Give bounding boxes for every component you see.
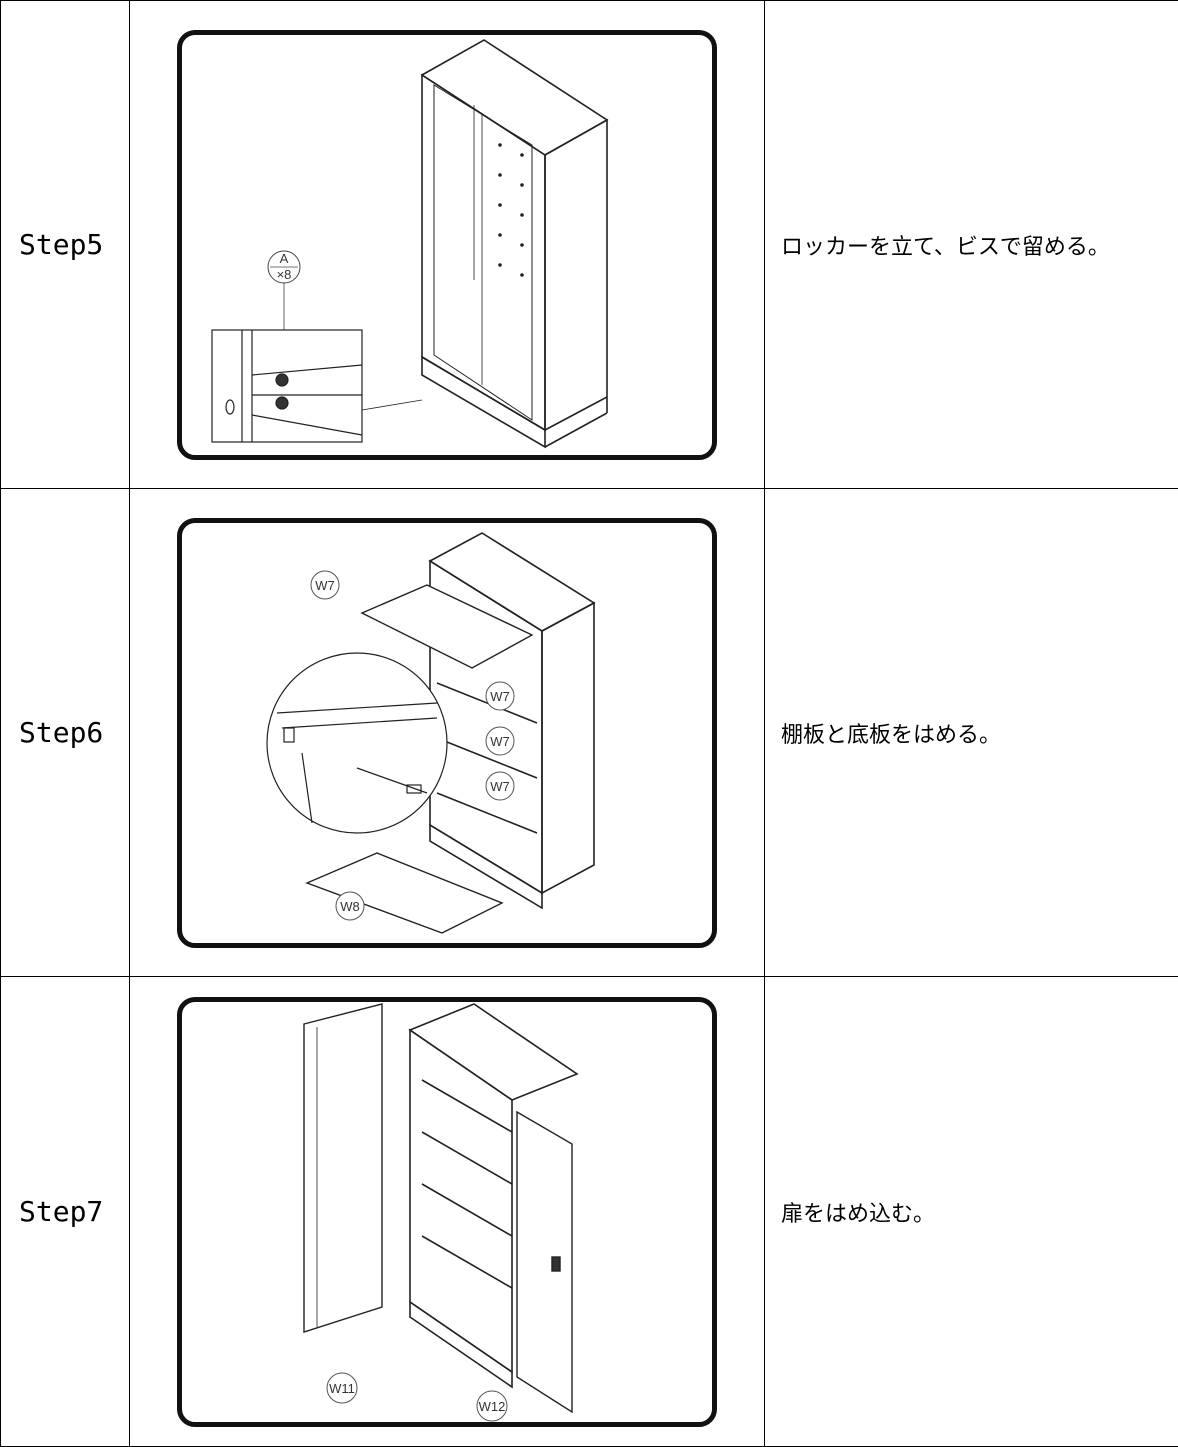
step-instruction: 扉をはめ込む。 (781, 1201, 936, 1227)
step7-illustration: W11 W12 (177, 996, 717, 1427)
step-illustration-cell: W11 W12 (129, 976, 765, 1447)
part-callouts (326, 1372, 508, 1421)
part-callouts (310, 570, 515, 920)
hardware-callout: A ×8 (267, 250, 301, 335)
step-text-cell: 扉をはめ込む。 (764, 976, 1178, 1447)
cabinet-fastening-drawing: A ×8 (211, 38, 609, 448)
detail-magnifier (266, 651, 448, 834)
step-row-6: Step6 (0, 488, 1178, 977)
callout-left-door: W11 (329, 1381, 355, 1396)
step-label-cell: Step6 (0, 488, 130, 977)
step-illustration-cell: A ×8 (129, 0, 765, 489)
cabinet-outline (428, 531, 596, 909)
step-label-cell: Step7 (0, 976, 130, 1447)
step-instruction: 棚板と底板をはめる。 (781, 722, 1002, 748)
right-door (516, 1110, 573, 1413)
detail-inset (211, 328, 423, 443)
callout-shelf-1: W7 (490, 689, 510, 704)
callout-shelf-2: W7 (490, 734, 510, 749)
shelf-install-drawing: W7 W7 W7 W7 W8 (266, 531, 596, 934)
callout-shelf-3: W7 (490, 779, 510, 794)
step-illustration-cell: W7 W7 W7 W7 W8 (129, 488, 765, 977)
hardware-qty: ×8 (277, 267, 292, 282)
shelf-top-panel (360, 583, 534, 669)
step-row-5: Step5 (0, 0, 1178, 489)
door-install-drawing: W11 W12 (303, 1002, 579, 1421)
callout-bottom: W8 (340, 899, 360, 914)
cabinet-outline (408, 1002, 579, 1389)
cabinet-holes (498, 142, 524, 277)
step-label-cell: Step5 (0, 0, 130, 489)
left-door (303, 1002, 383, 1333)
cabinet-outline (420, 38, 609, 448)
step-text-cell: ロッカーを立て、ビスで留める。 (764, 0, 1178, 489)
step5-illustration: A ×8 (177, 29, 717, 460)
step-label: Step7 (19, 1195, 104, 1228)
callout-right-door: W12 (479, 1399, 506, 1414)
step-row-7: Step7 (0, 976, 1178, 1447)
step-text-cell: 棚板と底板をはめる。 (764, 488, 1178, 977)
step-instruction: ロッカーを立て、ビスで留める。 (781, 234, 1110, 260)
step-label: Step6 (19, 716, 104, 749)
callout-shelf-top: W7 (315, 578, 335, 593)
hardware-letter: A (280, 251, 289, 266)
step-label: Step5 (19, 228, 104, 261)
step6-illustration: W7 W7 W7 W7 W8 (177, 517, 717, 948)
bottom-panel (305, 851, 504, 934)
